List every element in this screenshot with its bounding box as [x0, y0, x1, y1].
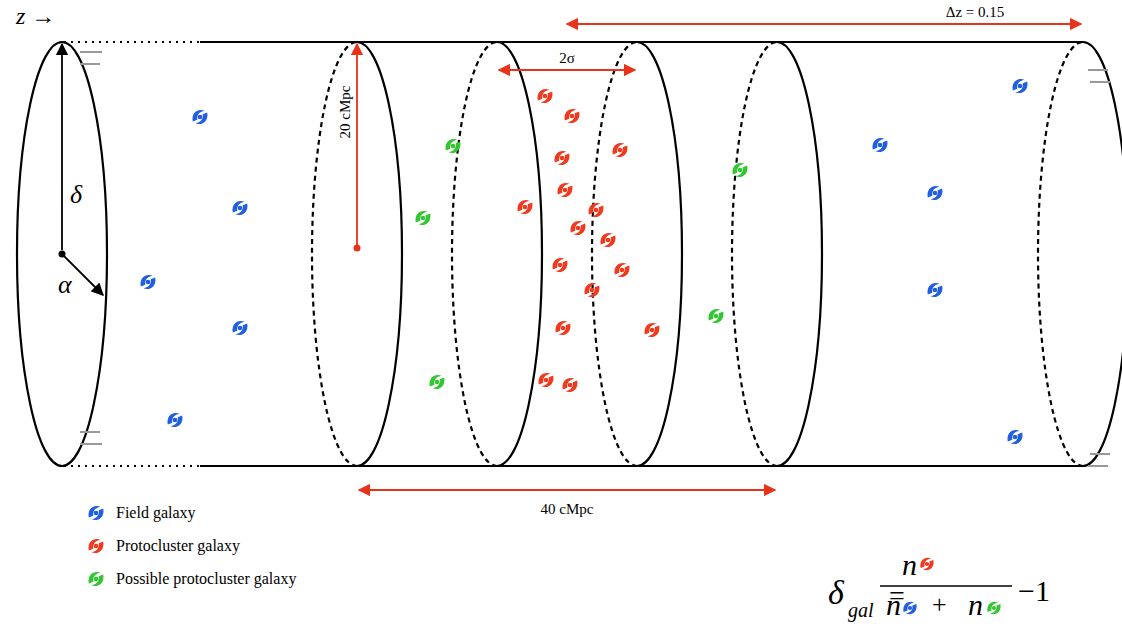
galaxy-icon — [645, 323, 660, 337]
galaxy-icon — [873, 138, 888, 152]
galaxy-icon — [193, 110, 208, 124]
galaxy-icon — [589, 203, 604, 217]
galaxy-icon — [733, 163, 748, 177]
axis-label: z → — [16, 4, 55, 28]
ra-label: α — [58, 272, 72, 298]
galaxy-icon — [446, 139, 461, 153]
dimension-label: 20 cMpc — [338, 86, 353, 139]
galaxy-icon — [555, 151, 570, 165]
galaxy-icon — [615, 263, 630, 277]
formula-subscript: gal — [848, 600, 874, 620]
galaxy-icon — [553, 258, 568, 272]
galaxy-icon — [613, 143, 628, 157]
dimension-label: Δz = 0.15 — [946, 5, 1005, 20]
galaxy-icon — [430, 375, 445, 389]
formula-symbol: δ — [828, 576, 844, 610]
galaxy-icon — [539, 373, 554, 387]
galaxy-icon — [1013, 79, 1028, 93]
galaxy-icon — [233, 201, 248, 215]
galaxy-icon — [168, 413, 183, 427]
legend-swatch — [86, 536, 106, 556]
galaxy-icon — [233, 321, 248, 335]
galaxy-icon — [556, 321, 571, 335]
legend-text: Field galaxy — [116, 504, 196, 522]
formula-symbol: n — [886, 590, 901, 620]
dec-label: δ — [70, 182, 82, 208]
formula-symbol: −1 — [1018, 576, 1050, 606]
galaxy-icon — [563, 378, 578, 392]
legend-text: Possible protocluster galaxy — [116, 570, 296, 588]
legend-row: Field galaxy — [86, 503, 196, 523]
legend-row: Protocluster galaxy — [86, 536, 240, 556]
galaxy-icon — [571, 221, 586, 235]
formula-symbol: + — [932, 592, 947, 618]
galaxy-icon — [585, 283, 600, 297]
galaxy-icon — [538, 89, 553, 103]
galaxy-icon — [565, 109, 580, 123]
galaxy-icon — [709, 309, 724, 323]
galaxy-icon — [416, 211, 431, 225]
galaxy-icon — [928, 186, 943, 200]
legend-swatch — [86, 503, 106, 523]
dimension-label: 2σ — [559, 51, 575, 66]
galaxy-icon — [1008, 430, 1023, 444]
galaxy-icon — [141, 275, 156, 289]
formula-symbol: n — [968, 590, 983, 620]
galaxy-icon — [928, 283, 943, 297]
galaxy-icon — [518, 200, 533, 214]
dimension-label: 40 cMpc — [541, 502, 594, 517]
legend-row: Possible protocluster galaxy — [86, 569, 296, 589]
galaxy-icon — [558, 183, 573, 197]
formula-symbol: n — [902, 550, 917, 580]
galaxy-icon — [601, 233, 616, 247]
legend-swatch — [86, 569, 106, 589]
legend-text: Protocluster galaxy — [116, 537, 240, 555]
